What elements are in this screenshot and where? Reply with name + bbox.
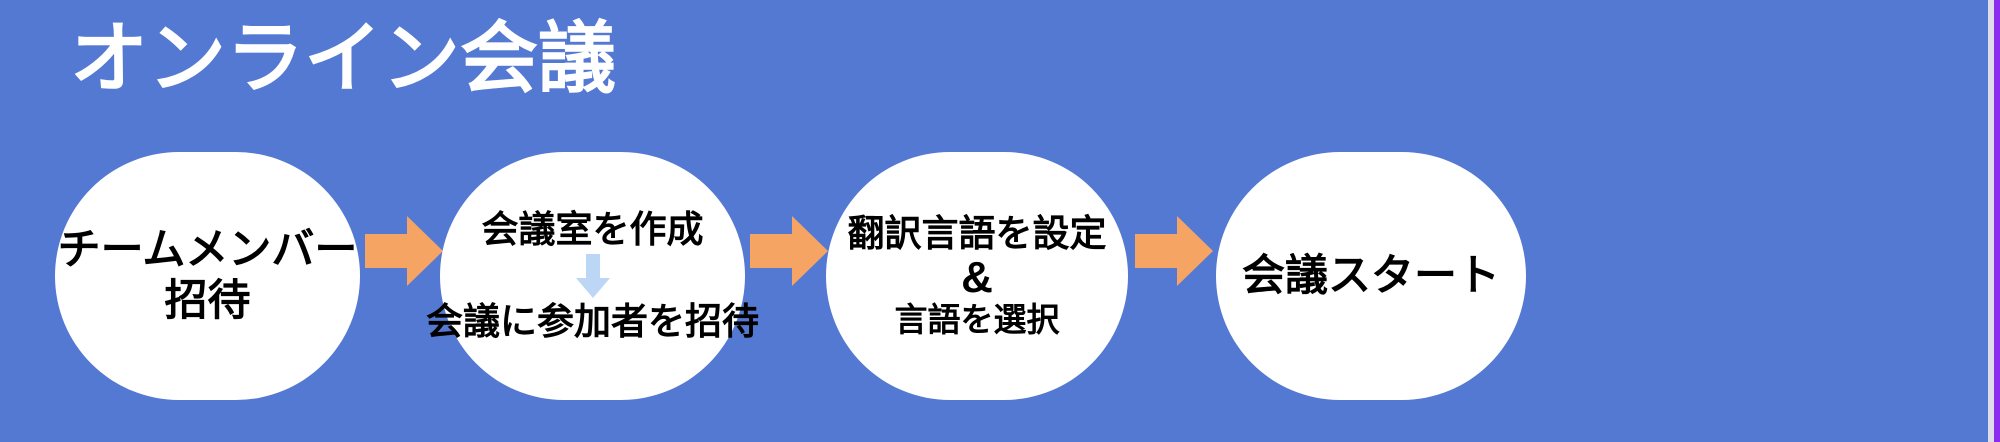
flow-node-create-meeting-room[interactable]: 会議室を作成 会議に参加者を招待 xyxy=(426,152,759,400)
right-arrow-icon xyxy=(1135,214,1213,288)
right-arrow-icon xyxy=(750,214,828,288)
flow-node-start-meeting[interactable]: 会議スタート xyxy=(1216,152,1526,400)
right-edge-rule xyxy=(1994,0,2000,442)
flow-node-label-line-1: 翻訳言語を設定 xyxy=(847,213,1107,255)
flow-node-label-line-2: 招待 xyxy=(164,277,251,325)
flow-node-label-line-1: 会議スタート xyxy=(1242,251,1500,300)
process-flow-diagram: チームメンバー 招待 会議室を作成 会議に参加者を招待 xyxy=(0,152,1990,404)
flow-node-label-line-1: 会議室を作成 xyxy=(481,209,704,251)
right-arrow-icon xyxy=(365,214,443,288)
flow-node-set-translation-language[interactable]: 翻訳言語を設定 & 言語を選択 xyxy=(826,152,1128,400)
flow-node-team-member-invite[interactable]: チームメンバー 招待 xyxy=(55,152,360,400)
flow-node-label-line-3: 言語を選択 xyxy=(894,300,1060,338)
right-edge-gutter xyxy=(1988,0,1994,442)
page-title: オンライン会議 xyxy=(70,14,617,102)
flow-node-label-line-2: 会議に参加者を招待 xyxy=(426,301,759,342)
flow-node-label-line-2: & xyxy=(961,252,993,302)
down-arrow-icon xyxy=(575,254,610,298)
flow-node-label-line-1: チームメンバー xyxy=(57,226,358,275)
